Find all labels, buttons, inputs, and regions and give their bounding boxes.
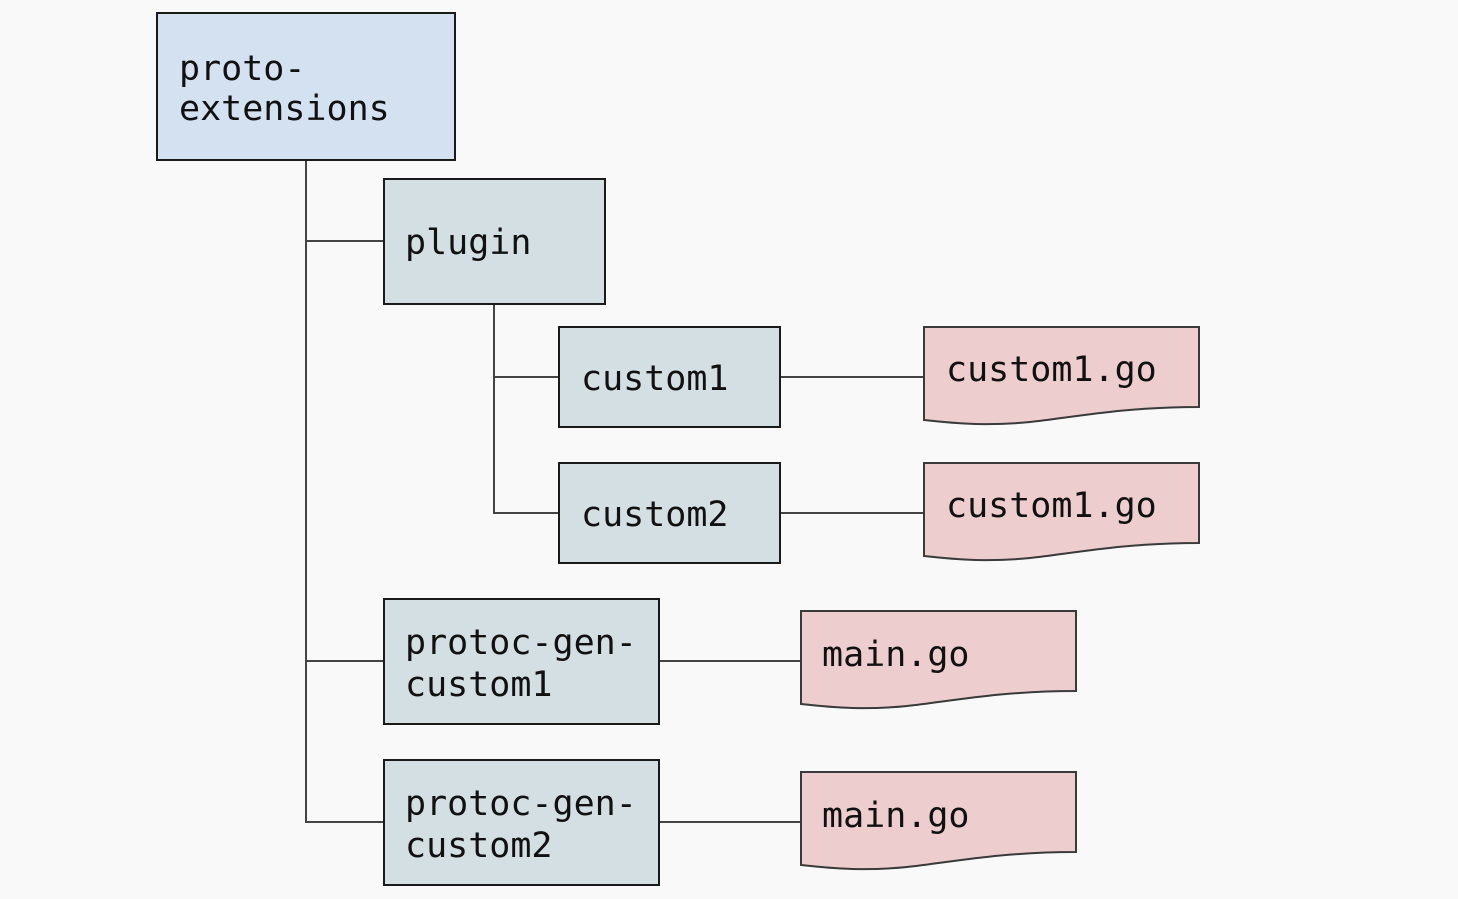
folder-label: protoc-gen- custom2: [405, 784, 658, 866]
file-document-shape: [923, 326, 1200, 426]
folder-protoc-gen-custom2[interactable]: protoc-gen- custom2: [383, 759, 660, 886]
file-custom2-go[interactable]: custom1.go: [923, 462, 1200, 562]
folder-label: custom2: [581, 495, 729, 535]
file-custom1-go[interactable]: custom1.go: [923, 326, 1200, 426]
connector-plugin-trunk: [493, 304, 559, 514]
folder-label-line-1: proto-: [179, 49, 305, 89]
folder-label-line-2: extensions: [179, 89, 390, 129]
folder-label: protoc-gen- custom1: [405, 623, 658, 705]
file-document-shape: [800, 771, 1077, 871]
folder-box: [383, 598, 660, 725]
file-label: custom1.go: [946, 350, 1157, 390]
file-label: main.go: [822, 796, 970, 836]
folder-custom2[interactable]: custom2: [558, 462, 781, 564]
file-main-go-1[interactable]: main.go: [800, 610, 1077, 710]
folder-plugin[interactable]: plugin: [383, 178, 606, 305]
folder-custom1[interactable]: custom1: [558, 326, 781, 428]
file-main-go-2[interactable]: main.go: [800, 771, 1077, 871]
folder-box: [383, 759, 660, 886]
folder-label: plugin: [405, 223, 531, 263]
folder-label-line-2: custom2: [405, 826, 553, 866]
folder-proto-extensions[interactable]: proto- extensions: [156, 12, 456, 161]
file-document-shape: [800, 610, 1077, 710]
folder-label: custom1: [581, 359, 729, 399]
folder-label-line-1: protoc-gen-: [405, 784, 637, 824]
connector-root-trunk: [305, 160, 384, 823]
folder-protoc-gen-custom1[interactable]: protoc-gen- custom1: [383, 598, 660, 725]
file-label: main.go: [822, 635, 970, 675]
folder-label-line-1: protoc-gen-: [405, 623, 637, 663]
folder-box: [558, 326, 781, 428]
folder-box: [383, 178, 606, 305]
folder-box: [558, 462, 781, 564]
file-document-shape: [923, 462, 1200, 562]
folder-label: proto- extensions: [179, 49, 390, 129]
file-label: custom1.go: [946, 486, 1157, 526]
folder-box: [156, 12, 456, 161]
folder-label-line-2: custom1: [405, 665, 553, 705]
connectors: [305, 160, 924, 823]
